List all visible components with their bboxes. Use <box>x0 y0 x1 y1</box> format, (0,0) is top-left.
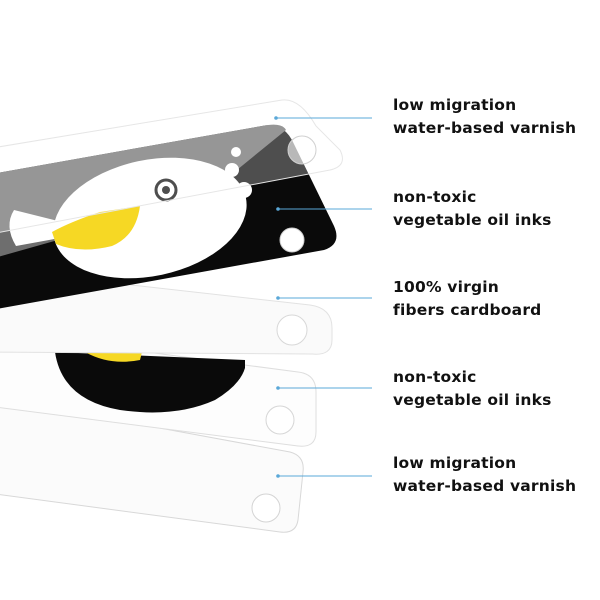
layer-label-1: low migration water-based varnish <box>393 94 576 140</box>
layer-label-2-line-1: non-toxic <box>393 188 477 206</box>
layer-label-4-line-1: non-toxic <box>393 368 477 386</box>
bubble-small <box>231 147 241 157</box>
layer-label-5: low migration water-based varnish <box>393 452 576 498</box>
layer-label-2: non-toxic vegetable oil inks <box>393 186 552 232</box>
bubble-large <box>279 227 305 253</box>
lower-yellow-ink-shape <box>85 352 142 362</box>
leader-lines <box>274 116 372 478</box>
layer-label-1-line-1: low migration <box>393 96 517 114</box>
layer-label-3-line-2: fibers cardboard <box>393 301 542 319</box>
bottom-varnish-sheet <box>0 398 304 533</box>
layer-label-3: 100% virgin fibers cardboard <box>393 276 541 322</box>
layer-label-4-line-2: vegetable oil inks <box>393 391 552 409</box>
bubble-medium <box>225 163 239 177</box>
top-printed-ink-sheet <box>0 99 343 309</box>
layer-label-5-line-2: water-based varnish <box>393 477 577 495</box>
layer-label-4: non-toxic vegetable oil inks <box>393 366 552 412</box>
lower-ink-sheet <box>0 332 317 447</box>
layer-label-3-line-1: 100% virgin <box>393 278 499 296</box>
layer-label-1-line-2: water-based varnish <box>393 119 577 137</box>
lower-black-ink-shape <box>55 352 245 413</box>
top-varnish-sheet <box>0 99 343 233</box>
layer-label-5-line-1: low migration <box>393 454 517 472</box>
fish-fin-shape <box>52 206 140 250</box>
bubble-medium-2 <box>236 182 252 198</box>
fish-tail-shape <box>9 210 63 246</box>
layer-label-2-line-2: vegetable oil inks <box>393 211 552 229</box>
